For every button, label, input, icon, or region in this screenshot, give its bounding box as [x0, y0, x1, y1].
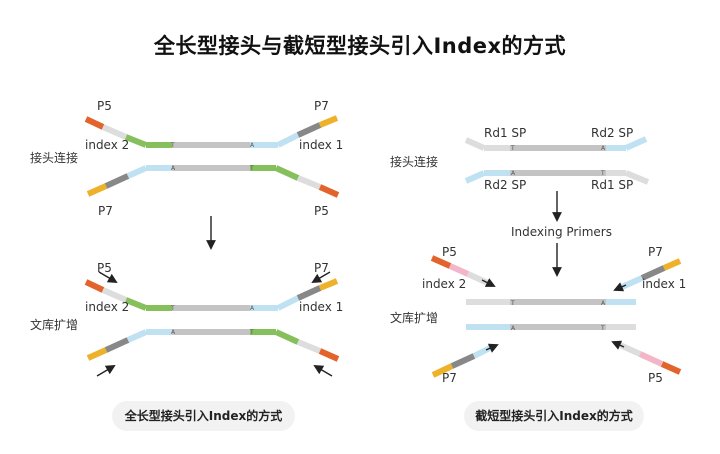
left-ligation-p7-top: P7 — [314, 99, 329, 113]
right-amp-p7: P7 — [648, 245, 663, 259]
right-amp-p5: P5 — [442, 245, 457, 259]
left-amp-base-top-left: T — [170, 305, 175, 312]
page-title: 全长型接头与截短型接头引入Index的方式 — [153, 34, 567, 58]
left-amp-top-p7-segment — [318, 278, 339, 291]
right-primer-bottom-right-index — [638, 351, 664, 367]
right-primer-top-right-p7 — [662, 258, 682, 271]
right-ligation-base-top-left: T — [510, 145, 515, 152]
left-ligation-base-bottom-right: T — [249, 165, 254, 172]
right-ligation-base-top-right: A — [601, 145, 606, 152]
left-ligation-index2: index 2 — [85, 138, 130, 152]
right-primer-top-left-index2 — [448, 263, 470, 277]
left-ligation-top-blue-slope — [276, 132, 300, 148]
left-amp-bottom-blue-slope — [126, 329, 148, 343]
left-ligation-bottom-p7-segment — [86, 183, 108, 197]
left-primer-arrow-top-right — [311, 271, 331, 283]
left-ligation-top-grey-segment — [101, 124, 128, 140]
right-ligation-bottom-grey-slope — [624, 170, 650, 185]
left-ligation-step-label: 接头连接 — [30, 151, 79, 165]
right-primer-arrow-bottom-left — [485, 343, 499, 353]
left-amp-bottom-p7-segment — [86, 347, 108, 361]
right-amp-base-top-right: A — [601, 300, 606, 307]
left-amp-base-top-right: A — [250, 305, 255, 312]
left-ligation-base-bottom-left: A — [171, 165, 176, 172]
right-ligation-bottom-blue-slope — [464, 170, 486, 184]
left-amp-top-grey-segment — [101, 287, 128, 303]
left-ligation-top-index2-slope — [124, 134, 148, 148]
left-amp-step-label: 文库扩增 — [30, 318, 79, 332]
right-amp-p5-bottom: P5 — [648, 371, 663, 385]
left-amp-index2: index 2 — [85, 300, 130, 314]
left-amp-top-index1-segment — [296, 285, 322, 301]
right-primer-arrow-bottom-right — [611, 340, 625, 350]
left-primer-arrow-top-left — [98, 271, 118, 283]
left-primer-arrow-bottom-right — [313, 365, 333, 377]
right-ligation-base-bottom-right: T — [600, 170, 605, 177]
right-ligation-top-grey-slope — [464, 137, 486, 151]
right-ligation-rd1-bottom: Rd1 SP — [591, 178, 634, 192]
left-ligation-base-top-right: A — [250, 142, 255, 149]
left-amp-top-index2-slope — [124, 297, 148, 311]
left-amp-p7: P7 — [314, 261, 329, 275]
right-ligation-rd2-top: Rd2 SP — [591, 126, 634, 140]
left-amp-bottom-p5-segment — [318, 348, 340, 362]
right-caption: 截短型接头引入Index的方式 — [464, 401, 644, 431]
right-ligation-rd1-top: Rd1 SP — [484, 126, 527, 140]
right-amp-base-bottom-left: A — [511, 325, 516, 332]
left-primer-arrow-bottom-left — [96, 365, 116, 377]
right-amp-index1: index 1 — [642, 277, 687, 291]
left-ligation-bottom-p5-segment — [318, 184, 340, 198]
right-amp-step-label: 文库扩增 — [390, 311, 439, 325]
left-amp-top-blue-slope — [276, 295, 300, 311]
left-ligation-p7-bottom: P7 — [98, 204, 113, 218]
right-amp-base-top-left: T — [510, 300, 515, 307]
left-ligation-top-index1-segment — [296, 122, 322, 138]
left-amp-p5: P5 — [97, 261, 112, 275]
right-primer-top-left-p5 — [430, 255, 452, 269]
right-primer-arrow-top-right — [613, 282, 627, 292]
left-caption: 全长型接头引入Index的方式 — [112, 401, 295, 431]
left-amp-bottom-gray-segment — [104, 337, 130, 353]
left-ligation-bottom-grey-segment — [296, 175, 322, 190]
right-ligation-rd2-bottom: Rd2 SP — [484, 178, 527, 192]
left-amp-bottom-green-slope — [274, 329, 300, 345]
left-ligation-top-p7-segment — [318, 115, 339, 128]
right-primer-bottom-left-index — [450, 353, 476, 369]
right-primer-bottom-right-p5 — [660, 361, 682, 375]
indexing-primers-label: Indexing Primers — [511, 225, 612, 239]
left-ligation-bottom-gray-segment — [104, 173, 130, 189]
left-ligation-bottom-blue-slope — [126, 165, 148, 179]
right-primer-arrow-top-left — [481, 278, 496, 287]
right-ligation-step-label: 接头连接 — [390, 155, 439, 169]
right-ligation-base-bottom-left: A — [511, 170, 516, 177]
right-amp-index2: index 2 — [422, 277, 467, 291]
left-ligation-base-top-left: T — [170, 142, 175, 149]
right-amp-p7-bottom: P7 — [442, 371, 457, 385]
left-amp-index1: index 1 — [299, 300, 344, 314]
right-ligation-top-blue-slope — [624, 136, 648, 151]
left-ligation-top-p5-segment — [84, 116, 105, 130]
right-primer-top-right-index1 — [640, 265, 666, 281]
left-ligation-p5-bottom: P5 — [314, 204, 329, 218]
right-amp-base-bottom-right: T — [600, 325, 605, 332]
left-amp-base-bottom-left: A — [171, 329, 176, 336]
left-amp-bottom-grey-segment — [296, 339, 322, 354]
left-amp-base-bottom-right: T — [249, 329, 254, 336]
left-amp-top-p5-segment — [84, 279, 105, 293]
left-ligation-p5-top: P5 — [97, 99, 112, 113]
right-primer-bottom-left-p7 — [431, 363, 454, 378]
left-ligation-index1: index 1 — [299, 138, 344, 152]
left-ligation-bottom-green-slope — [274, 165, 300, 181]
